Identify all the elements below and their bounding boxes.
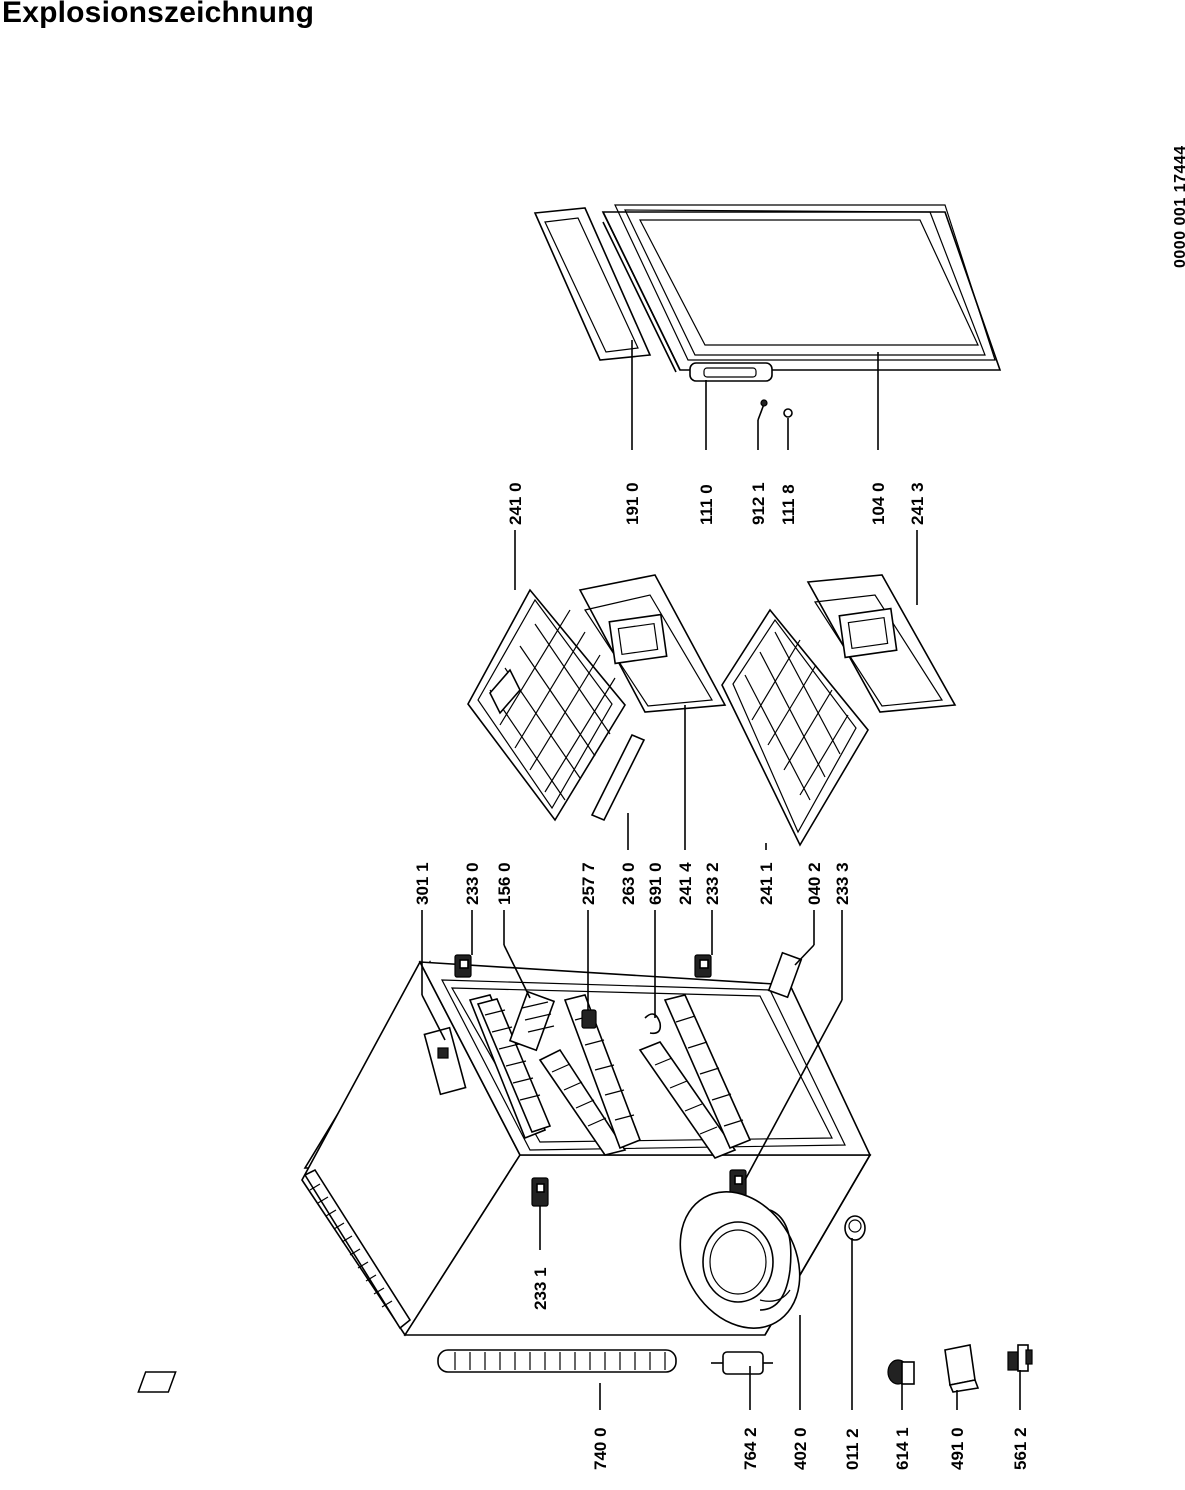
cap-111-8 — [783, 408, 793, 418]
label-241-0: 241 0 — [506, 482, 525, 525]
evaporator-shelves — [468, 994, 752, 1159]
label-263-0: 263 0 — [619, 862, 638, 905]
label-491-0: 491 0 — [948, 1427, 967, 1470]
label-233-2: 233 2 — [703, 862, 722, 905]
hinge-233-2 — [694, 954, 712, 978]
hinge-233-0 — [454, 954, 472, 978]
label-691-0: 691 0 — [646, 862, 665, 905]
top-vent-grille — [303, 1168, 412, 1330]
leader-lines — [421, 340, 1021, 1410]
label-111-0: 111 0 — [697, 484, 716, 525]
compressor-402 — [679, 1191, 801, 1329]
label-764-2: 764 2 — [741, 1427, 760, 1470]
label-233-3: 233 3 — [833, 862, 852, 905]
hinge-233-3 — [729, 1169, 747, 1199]
label-241-3: 241 3 — [908, 482, 927, 525]
part-labels: 740 0 764 2 402 0 011 2 614 1 491 0 561 … — [413, 482, 1030, 1470]
ice-tray-156 — [508, 990, 556, 1052]
thermostat-301 — [423, 1026, 467, 1096]
cover-491 — [944, 1344, 980, 1393]
basket-241-0 — [467, 588, 626, 822]
label-241-1: 241 1 — [757, 862, 776, 905]
label-402-0: 402 0 — [791, 1427, 810, 1470]
door-handle-111 — [689, 362, 773, 382]
label-040-2: 040 2 — [805, 862, 824, 905]
clip-257 — [581, 1009, 597, 1029]
label-233-1: 233 1 — [531, 1267, 550, 1310]
document-code: 0000 001 17444 — [1172, 145, 1185, 268]
hinge-233-1 — [531, 1177, 549, 1207]
door-gasket-191 — [533, 207, 652, 361]
basket-front-241-4 — [578, 574, 727, 713]
label-301-1: 301 1 — [413, 862, 432, 905]
screw-912 — [757, 399, 768, 421]
condenser-740 — [137, 1349, 677, 1393]
label-191-0: 191 0 — [623, 482, 642, 525]
basket-front-241-3 — [806, 574, 957, 713]
page-title: Explosionszeichnung — [2, 0, 315, 29]
label-241-4: 241 4 — [676, 862, 695, 905]
relay-614 — [887, 1359, 915, 1385]
clip-691 — [644, 1013, 662, 1035]
label-614-1: 614 1 — [893, 1427, 912, 1470]
label-104-0: 104 0 — [869, 482, 888, 525]
door-104 — [601, 204, 1002, 373]
leveling-foot-040 — [767, 951, 803, 999]
rail-263 — [590, 733, 646, 822]
label-011-2: 011 2 — [843, 1428, 862, 1470]
dryer-filter-764 — [711, 1351, 773, 1375]
foot-011 — [844, 1215, 866, 1241]
label-561-2: 561 2 — [1011, 1427, 1030, 1470]
label-156-0: 156 0 — [495, 862, 514, 905]
label-912-1: 912 1 — [749, 482, 768, 525]
label-740-0: 740 0 — [591, 1427, 610, 1470]
label-233-0: 233 0 — [463, 862, 482, 905]
label-111-8: 111 8 — [779, 484, 798, 525]
basket-241-1 — [721, 608, 869, 847]
label-257-7: 257 7 — [579, 862, 598, 905]
clamp-561 — [1007, 1344, 1033, 1372]
